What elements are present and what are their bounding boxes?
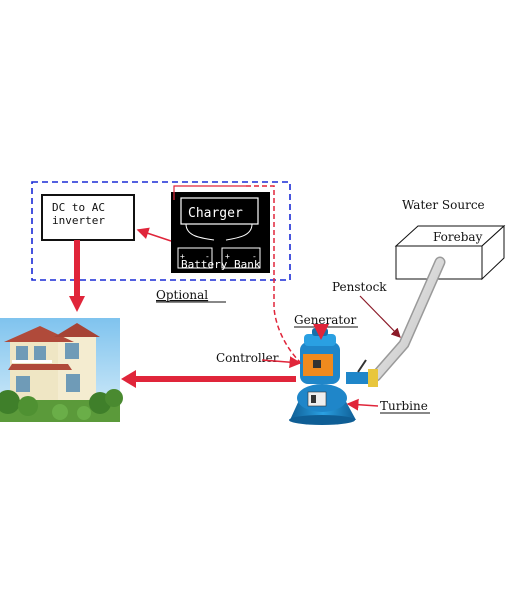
svg-text:+: +: [225, 252, 230, 261]
arrow-battery-to-inverter: [136, 227, 172, 242]
arrow-penstock: [359, 295, 401, 338]
penstock-pipe: [370, 256, 446, 382]
house-image: [0, 318, 123, 422]
battery-bank-label: Battery Bank: [181, 258, 261, 271]
arrow-inverter-to-house: [69, 240, 85, 312]
optional-label: Optional: [156, 288, 208, 302]
optional-region: [31, 181, 291, 281]
svg-text:DC to AC: DC to AC: [52, 201, 105, 214]
arrow-controller: [261, 356, 302, 369]
forebay-box: Forebay: [394, 224, 506, 281]
water-source-label: Water Source: [402, 198, 485, 212]
controller-label: Controller: [216, 351, 279, 365]
arrow-turbine: [346, 398, 379, 411]
arrow-controller-to-house: [121, 370, 296, 388]
generator-label: Generator: [294, 313, 356, 327]
dc-to-ac-inverter: DC to AC inverter: [41, 194, 135, 241]
svg-text:+: +: [180, 252, 185, 261]
forebay-label: Forebay: [433, 230, 483, 244]
svg-text:-: -: [205, 252, 210, 261]
turbine-label: Turbine: [380, 399, 428, 413]
penstock-label: Penstock: [332, 280, 387, 294]
svg-text:inverter: inverter: [52, 214, 105, 227]
charger-label: Charger: [188, 206, 243, 221]
svg-text:-: -: [252, 252, 257, 261]
turbine-unit: [289, 328, 378, 425]
charger-battery-bank: Charger + - + - Battery Bank: [171, 185, 270, 273]
